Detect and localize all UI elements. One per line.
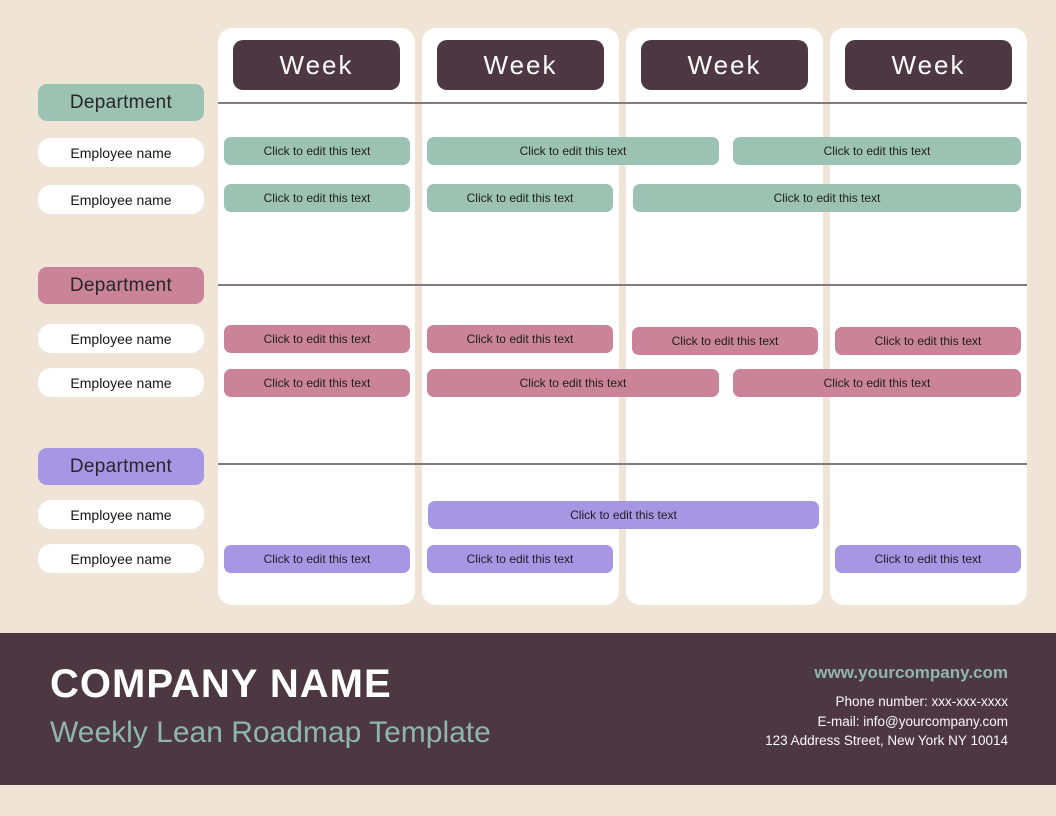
edit-text-bar[interactable]: Click to edit this text [224, 184, 410, 212]
edit-text-bar[interactable]: Click to edit this text [428, 501, 819, 529]
phone-text[interactable]: Phone number: xxx-xxx-xxxx [835, 694, 1008, 709]
edit-text-bar[interactable]: Click to edit this text [427, 369, 719, 397]
week-header[interactable]: Week [845, 40, 1012, 90]
edit-text-bar[interactable]: Click to edit this text [224, 137, 410, 165]
company-name[interactable]: COMPANY NAME [50, 662, 392, 706]
edit-text-bar[interactable]: Click to edit this text [224, 369, 410, 397]
employee-name-pill[interactable]: Employee name [38, 324, 204, 353]
week-column: Week [830, 28, 1027, 605]
edit-text-bar[interactable]: Click to edit this text [733, 369, 1021, 397]
week-header[interactable]: Week [641, 40, 808, 90]
edit-text-bar[interactable]: Click to edit this text [427, 545, 613, 573]
edit-text-bar[interactable]: Click to edit this text [224, 325, 410, 353]
edit-text-bar[interactable]: Click to edit this text [224, 545, 410, 573]
section-divider [218, 463, 1027, 465]
employee-name-pill[interactable]: Employee name [38, 368, 204, 397]
contact-block: www.yourcompany.com Phone number: xxx-xx… [765, 663, 1008, 751]
edit-text-bar[interactable]: Click to edit this text [632, 327, 818, 355]
week-header[interactable]: Week [437, 40, 604, 90]
website-text[interactable]: www.yourcompany.com [814, 663, 1008, 682]
footer-banner: COMPANY NAME Weekly Lean Roadmap Templat… [0, 633, 1056, 785]
employee-name-pill[interactable]: Employee name [38, 544, 204, 573]
week-column: Week [218, 28, 415, 605]
employee-name-pill[interactable]: Employee name [38, 500, 204, 529]
template-subtitle[interactable]: Weekly Lean Roadmap Template [50, 716, 491, 749]
edit-text-bar[interactable]: Click to edit this text [427, 137, 719, 165]
address-text[interactable]: 123 Address Street, New York NY 10014 [765, 733, 1008, 748]
department-label[interactable]: Department [38, 84, 204, 121]
section-divider [218, 284, 1027, 286]
week-header[interactable]: Week [233, 40, 400, 90]
employee-name-pill[interactable]: Employee name [38, 185, 204, 214]
section-divider [218, 102, 1027, 104]
edit-text-bar[interactable]: Click to edit this text [427, 184, 613, 212]
edit-text-bar[interactable]: Click to edit this text [633, 184, 1021, 212]
edit-text-bar[interactable]: Click to edit this text [733, 137, 1021, 165]
edit-text-bar[interactable]: Click to edit this text [427, 325, 613, 353]
department-label[interactable]: Department [38, 267, 204, 304]
department-label[interactable]: Department [38, 448, 204, 485]
edit-text-bar[interactable]: Click to edit this text [835, 545, 1021, 573]
edit-text-bar[interactable]: Click to edit this text [835, 327, 1021, 355]
employee-name-pill[interactable]: Employee name [38, 138, 204, 167]
email-text[interactable]: E-mail: info@yourcompany.com [817, 713, 1008, 729]
